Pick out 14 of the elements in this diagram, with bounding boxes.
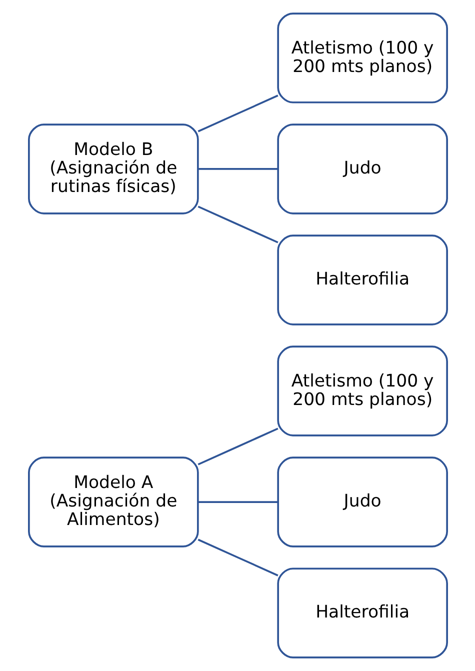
node-box: Judo [276, 124, 448, 214]
node-box: Modelo A (Asignación de Alimentos) [28, 456, 198, 548]
node-box: Halterofilia [276, 568, 448, 658]
node-box: Halterofilia [276, 234, 448, 326]
node-box: Atletismo (100 y 200 mts planos) [276, 346, 448, 436]
connector [197, 538, 278, 576]
node-box: Judo [276, 456, 448, 548]
node-box: Atletismo (100 y 200 mts planos) [276, 12, 448, 104]
node-box: Modelo B (Asignación de rutinas físicas) [28, 124, 198, 214]
connector [198, 168, 278, 170]
connector [198, 501, 278, 503]
connector [197, 94, 278, 132]
connector [197, 428, 278, 466]
connector [197, 206, 278, 244]
